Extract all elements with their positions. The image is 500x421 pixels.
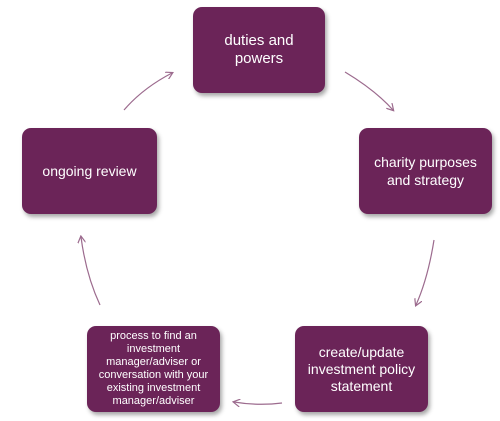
node-label: duties and powers: [224, 32, 294, 67]
node-charity-purposes-and-strategy: charity purposes and strategy: [359, 128, 492, 214]
arrow-charity-to-create: [416, 239, 435, 305]
arrow-create-to-process: [234, 402, 283, 404]
node-label: ongoing review: [42, 163, 137, 179]
arrow-process-to-ongoing: [81, 237, 101, 306]
node-create-update-investment-policy: create/update investment policy statemen…: [295, 326, 428, 412]
arrow-duties-to-charity: [344, 71, 393, 110]
node-label: process to find an investment manager/ad…: [98, 330, 209, 407]
node-find-investment-manager: process to find an investment manager/ad…: [87, 326, 220, 412]
arrow-ongoing-to-duties: [123, 73, 172, 111]
node-duties-and-powers: duties and powers: [193, 7, 325, 93]
node-label: charity purposes and strategy: [374, 154, 477, 188]
node-label: create/update investment policy statemen…: [307, 343, 416, 394]
node-ongoing-review: ongoing review: [22, 128, 157, 214]
